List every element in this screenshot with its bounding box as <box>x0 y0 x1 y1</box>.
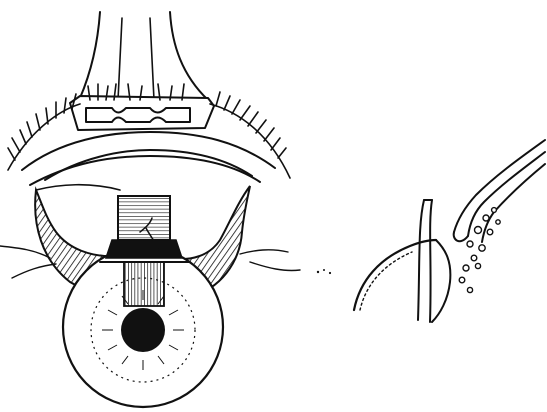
right-panel <box>317 140 545 322</box>
instrument-blade <box>454 140 545 242</box>
lid-section <box>354 240 436 310</box>
left-panel <box>0 12 300 407</box>
granular-tissue <box>459 208 500 293</box>
retractor-blade <box>70 96 214 130</box>
lid-margin <box>22 132 275 185</box>
retractor-handle <box>80 12 208 100</box>
tissue-sheet <box>418 200 432 322</box>
lower-arc <box>432 240 450 322</box>
stray-dots <box>317 269 331 274</box>
